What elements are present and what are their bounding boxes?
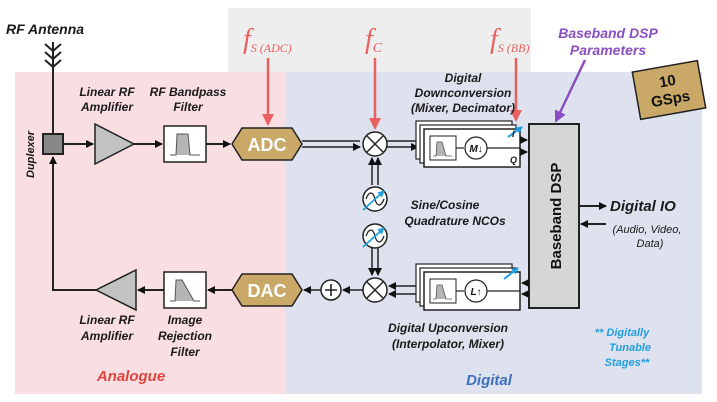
duc-block: L↑ — [415, 263, 521, 311]
gsps-tag: 10 GSps — [631, 59, 707, 121]
io-sub-label-1: (Audio, Video, — [613, 224, 682, 236]
adc-block: ADC — [231, 127, 303, 161]
tx-nco-icon — [362, 223, 388, 249]
svg-text:DAC: DAC — [248, 281, 287, 301]
dac-block: DAC — [231, 273, 303, 307]
rx-mixer-icon — [362, 131, 388, 157]
analogue-label: Analogue — [96, 368, 165, 385]
antenna-icon — [44, 42, 62, 134]
io-sub-label-2: Data) — [637, 238, 664, 250]
tx-amp-label-1: Linear RF — [79, 313, 135, 327]
digital-io-label: Digital IO — [610, 198, 676, 215]
svg-text:GSps: GSps — [650, 88, 692, 112]
bpf-label-1: RF Bandpass — [150, 85, 227, 99]
baseband-dsp-block: Baseband DSP — [528, 123, 580, 309]
dsp-params-arrow — [554, 59, 587, 123]
img-filter-label-2: Rejection — [158, 329, 212, 343]
analogue-region — [15, 72, 285, 394]
duc-label-2: (Interpolator, Mixer) — [392, 337, 504, 351]
svg-text:M↓: M↓ — [469, 144, 482, 155]
svg-text:10: 10 — [658, 72, 677, 92]
rx-amp-label-1: Linear RF — [79, 85, 135, 99]
svg-text:ADC: ADC — [248, 135, 287, 155]
ddc-block: M↓ — [415, 120, 523, 168]
tx-amplifier-icon — [94, 268, 137, 312]
digital-label: Digital — [466, 372, 513, 389]
ddc-label-1: Digital — [445, 71, 482, 85]
duplexer-label: Duplexer — [25, 130, 37, 178]
ddc-label-2: Downconversion — [415, 86, 512, 100]
nco-label-1: Sine/Cosine — [411, 198, 480, 212]
ddc-label-3: (Mixer, Decimator) — [411, 101, 515, 115]
ddc-i-label: I — [512, 129, 515, 139]
rx-amp-label-2: Amplifier — [80, 100, 134, 114]
svg-text:Baseband DSP: Baseband DSP — [548, 163, 565, 270]
svg-text:L↑: L↑ — [470, 287, 481, 298]
bandpass-filter-block — [163, 125, 207, 163]
tx-return-wire — [49, 156, 96, 291]
parameters-region — [228, 8, 531, 72]
dsp-params-label: Baseband DSP — [558, 25, 658, 41]
fs-bb-label: fS (BB) — [490, 24, 529, 55]
tunable-note-1: ** Digitally — [595, 327, 650, 339]
summer-icon — [320, 279, 342, 301]
rf-antenna-label: RF Antenna — [6, 21, 84, 37]
duc-label-1: Digital Upconversion — [388, 321, 508, 335]
dsp-params-label-2: Parameters — [570, 42, 646, 58]
fc-label: fC — [365, 24, 383, 56]
rx-amplifier-icon — [94, 122, 136, 166]
duplexer-block — [42, 133, 64, 155]
img-filter-label-3: Filter — [170, 345, 201, 359]
image-rejection-filter-block — [163, 271, 207, 309]
nco-label-2: Quadrature NCOs — [404, 214, 506, 228]
tunable-note-2: Tunable — [609, 342, 651, 354]
fs-adc-label: fS (ADC) — [243, 24, 292, 55]
rx-nco-icon — [362, 186, 388, 212]
img-filter-label-1: Image — [168, 313, 203, 327]
bpf-label-2: Filter — [173, 100, 204, 114]
tx-mixer-icon — [362, 277, 388, 303]
ddc-q-label: Q — [510, 155, 517, 165]
tx-amp-label-2: Amplifier — [80, 329, 134, 343]
tunable-note-3: Stages** — [605, 357, 650, 369]
